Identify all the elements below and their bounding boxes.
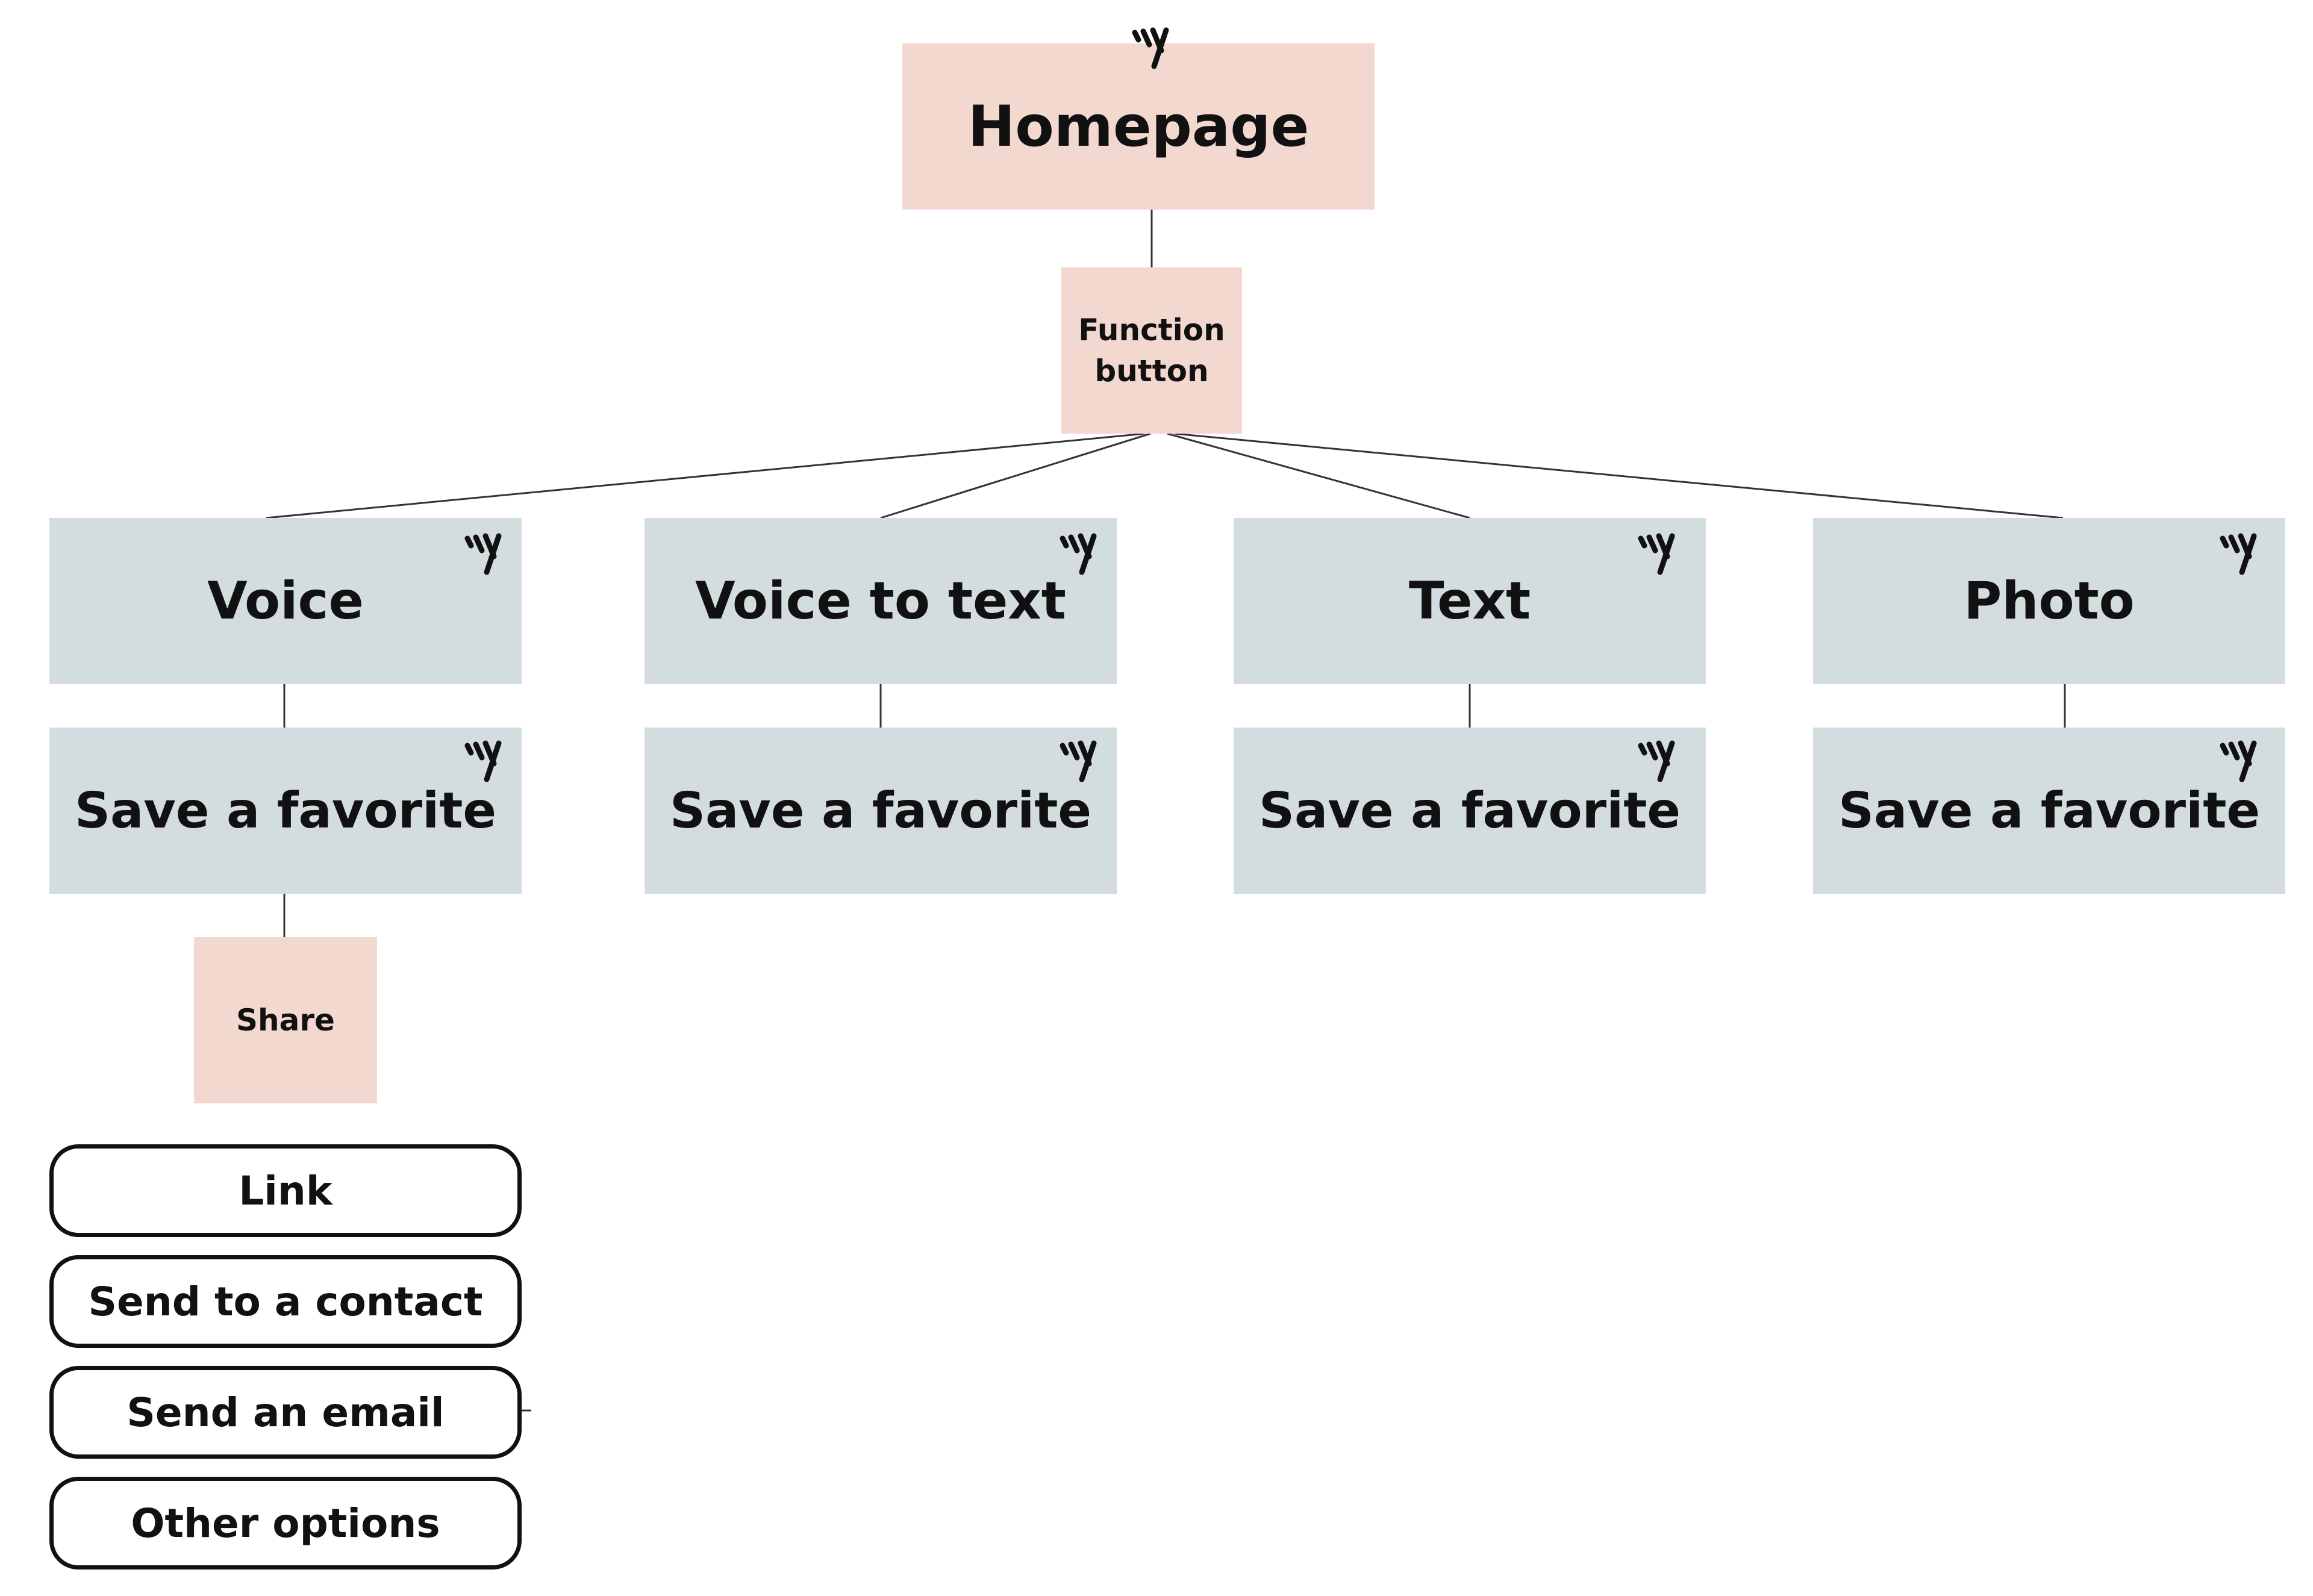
save-favorite-label: Save a favorite [74,782,497,840]
brand-mark-icon [1638,533,1675,575]
feature-text[interactable]: Text [1234,518,1706,684]
option-label: Other options [131,1500,440,1547]
feature-photo[interactable]: Photo [1813,518,2285,684]
save-favorite-label: Save a favorite [1838,782,2261,840]
share-label: Share [236,1003,335,1038]
homepage-node[interactable]: Homepage [902,43,1375,210]
function-button-node[interactable]: Function button [1061,267,1242,434]
brand-mark-icon [2220,740,2257,782]
connector-function-photo [1174,432,2064,519]
brand-mark-icon [1638,740,1675,782]
save-favorite-label: Save a favorite [1258,782,1681,840]
save-favorite-voice-to-text[interactable]: Save a favorite [645,728,1117,894]
brand-mark-icon [464,533,502,575]
option-send-email[interactable]: Send an email [49,1366,522,1459]
homepage-label: Homepage [967,93,1309,160]
connector-function-text [1167,432,1470,519]
brand-mark-icon [464,740,502,782]
option-link[interactable]: Link [49,1144,522,1237]
option-label: Send an email [126,1389,445,1436]
function-button-label-line2: button [1094,354,1209,388]
connector-function-voice-to-text [880,432,1151,519]
save-favorite-voice[interactable]: Save a favorite [49,728,522,894]
feature-label: Photo [1964,571,2135,631]
share-node[interactable]: Share [194,937,377,1103]
option-send-to-contact[interactable]: Send to a contact [49,1255,522,1348]
brand-mark-icon [1132,27,1169,69]
feature-voice[interactable]: Voice [49,518,522,684]
save-favorite-label: Save a favorite [669,782,1092,840]
option-label: Send to a contact [88,1278,483,1325]
feature-label: Text [1408,571,1531,631]
feature-label: Voice [207,571,364,631]
option-other-options[interactable]: Other options [49,1477,522,1570]
feature-voice-to-text[interactable]: Voice to text [645,518,1117,684]
option-label: Link [239,1167,332,1214]
save-favorite-text[interactable]: Save a favorite [1234,728,1706,894]
connector-function-voice [266,432,1145,519]
brand-mark-icon [2220,533,2257,575]
brand-mark-icon [1060,740,1097,782]
save-favorite-photo[interactable]: Save a favorite [1813,728,2285,894]
function-button-label-line1: Function [1078,313,1225,348]
feature-label: Voice to text [695,571,1066,631]
brand-mark-icon [1060,533,1097,575]
